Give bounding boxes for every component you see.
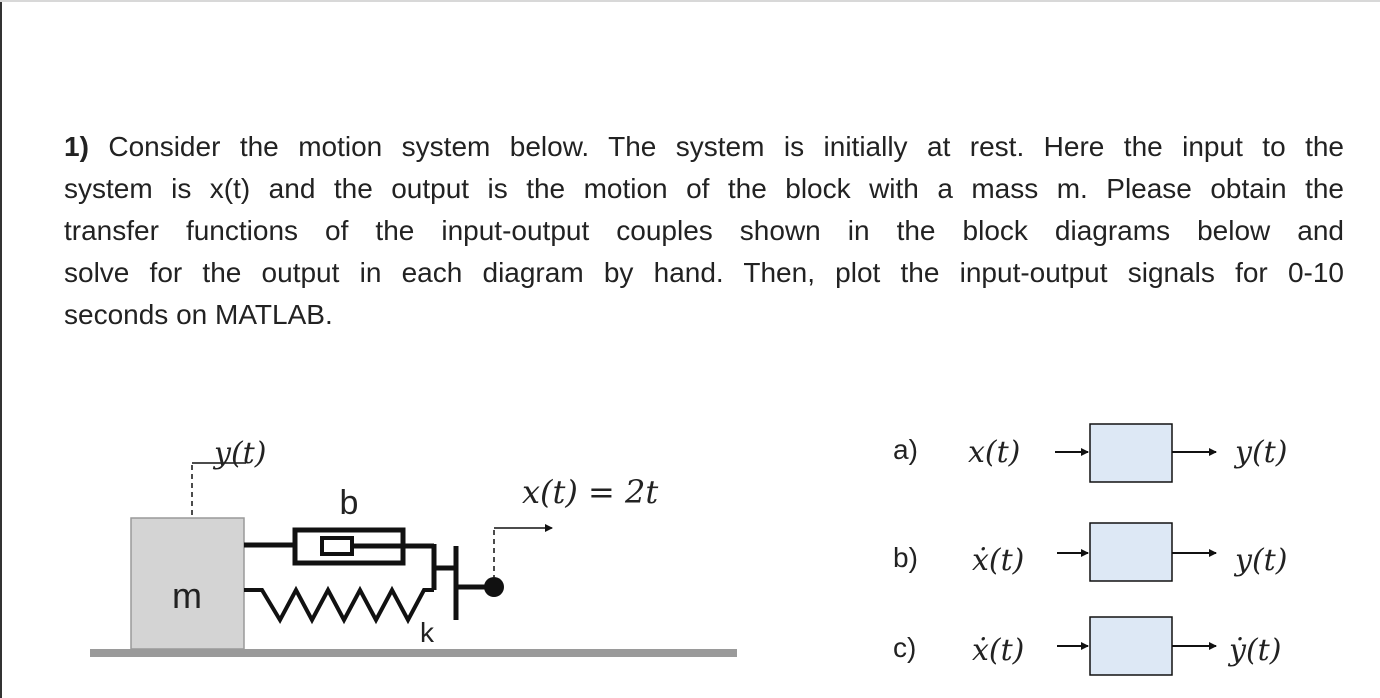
input-equation: x(t) = 2t <box>522 473 658 511</box>
block-diagram-a: a) x(t) y(t) <box>893 423 1287 483</box>
diagram-output-b: y(t) <box>1233 543 1287 578</box>
problem-line-1: 1) Consider the motion system below. The… <box>64 126 1344 168</box>
problem-line-4: solve for the output in each diagram by … <box>64 257 1344 288</box>
transfer-block-a <box>1089 423 1173 483</box>
problem-line-2: system is x(t) and the output is the mot… <box>64 173 1344 204</box>
mass-label: m <box>172 575 202 616</box>
mass-block <box>130 517 245 650</box>
block-diagram-c: c) ẋ(t) ẏ(t) <box>893 616 1281 676</box>
diagram-label-b: b) <box>893 542 918 573</box>
page-left-border <box>0 0 2 698</box>
transfer-block-b <box>1089 522 1173 582</box>
diagram-input-a: x(t) <box>968 435 1020 470</box>
transfer-block-c <box>1089 616 1173 676</box>
damper-piston <box>320 536 354 556</box>
problem-statement: 1) Consider the motion system below. The… <box>64 126 1344 336</box>
problem-text-1: Consider the motion system below. The sy… <box>108 131 1344 162</box>
problem-line-5: seconds on MATLAB. <box>64 299 333 330</box>
output-label: y(t) <box>212 436 266 471</box>
diagram-output-c: ẏ(t) <box>1227 633 1281 668</box>
spring <box>244 585 434 625</box>
page-top-rule <box>0 0 1380 2</box>
block-diagram-b: b) ẋ(t) y(t) <box>893 522 1287 582</box>
diagram-label-a: a) <box>893 434 918 465</box>
mechanical-system-diagram: m y(t) b k x(t) = 2t <box>90 436 737 657</box>
spring-label: k <box>420 617 435 648</box>
problem-line-3: transfer functions of the input-output c… <box>64 215 1344 246</box>
diagram-output-a: y(t) <box>1233 435 1287 470</box>
diagram-input-c: ẋ(t) <box>972 633 1024 668</box>
diagram-input-b: ẋ(t) <box>972 543 1024 578</box>
damper-label: b <box>340 484 359 522</box>
problem-number: 1) <box>64 131 89 162</box>
diagram-label-c: c) <box>893 632 916 663</box>
ground-line <box>90 649 737 657</box>
input-joint <box>484 577 504 597</box>
